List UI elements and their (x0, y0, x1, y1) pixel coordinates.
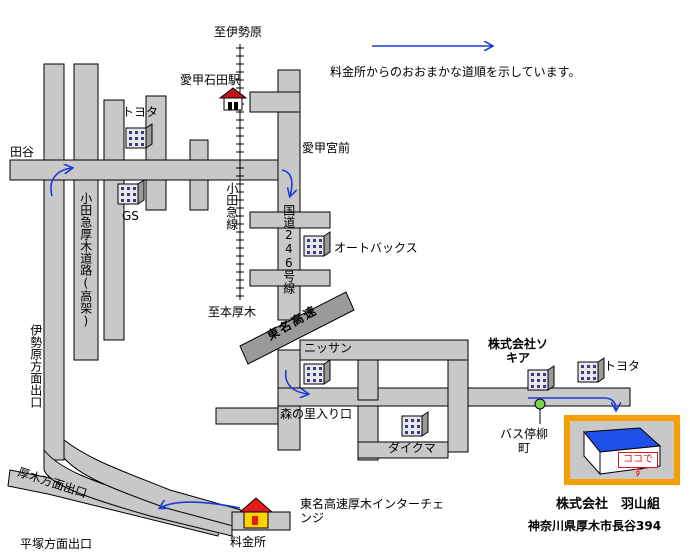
road-branch-2 (249, 269, 331, 287)
odakyu-railway (236, 44, 244, 300)
tollgate-house-icon (238, 497, 274, 529)
building-icon (527, 365, 555, 391)
building-icon (117, 179, 145, 205)
route-arrow-icon (281, 169, 292, 196)
label-tagaya: 田谷 (10, 145, 35, 159)
label-aiko-miyamae: 愛甲宮前 (302, 141, 351, 155)
route-arrow-icon (160, 502, 241, 508)
label-tomei-atsugi-ic: 東名高速厚木インターチェンジ (300, 497, 445, 525)
label-autobacs: オートバックス (334, 241, 418, 255)
road-morinosato (215, 407, 279, 425)
route-arrow-icon (528, 397, 616, 410)
road-station-stub (249, 91, 301, 113)
label-aiko-ishida-station: 愛甲石田駅 (180, 73, 241, 87)
road-odakyu-atsugi (73, 63, 99, 361)
label-toyota-east: トヨタ (604, 359, 641, 373)
building-icon (577, 357, 605, 383)
building-icon (303, 231, 331, 257)
destination-company-name: 株式会社 羽山組 (556, 497, 661, 512)
road-network (7, 63, 631, 537)
route-arrows (50, 168, 616, 508)
label-hiratsuka-exit: 平塚方面出口 (20, 537, 93, 551)
koko-marker: ココです (618, 452, 658, 479)
road-branch-1 (249, 211, 331, 229)
label-toyota-northwest: トヨタ (122, 105, 159, 119)
destination-marker (564, 415, 680, 485)
legend-text: 料金所からのおおまかな道順を示しています。 (330, 65, 581, 79)
route-arrow-icon (50, 168, 72, 197)
label-daikuma: ダイクマ (388, 441, 436, 455)
label-odakyu-line: 小田急線 (224, 182, 239, 230)
label-sokia: 株式会社ソキア (488, 337, 549, 365)
road-east-branch (299, 339, 469, 361)
label-nissan: ニッサン (304, 341, 353, 355)
building-icon (401, 411, 429, 437)
road-daikuma-horizontal (357, 441, 449, 459)
road-interchange-curve (43, 448, 233, 537)
building-icons (117, 123, 605, 437)
label-tollgate: 料金所 (230, 535, 267, 549)
tomei-expressway-band (239, 291, 355, 365)
bus-stop-sign-icon (534, 398, 546, 424)
label-to-isehara: 至伊勢原 (214, 25, 263, 39)
road-west-vertical (43, 63, 65, 461)
label-isehara-exit: 伊勢原方面出口 (28, 324, 43, 408)
label-bus-stop: バス停柳町 (500, 427, 549, 455)
label-to-honatsugi: 至本厚木 (208, 305, 257, 319)
station-icon (218, 87, 248, 111)
label-morinosato-entrance: 森の里入り口 (280, 407, 353, 421)
route-arrow-icon (284, 369, 308, 394)
label-route-246: 国道246号線 (281, 204, 296, 294)
label-gs: GS (122, 209, 139, 223)
label-odakyu-atsugi-road: 小田急厚木道路(高架) (78, 192, 93, 328)
building-icon (303, 359, 331, 385)
road-gs-vertical (103, 99, 125, 341)
building-icon (125, 123, 153, 149)
destination-address: 神奈川県厚木市長谷394 (528, 519, 662, 533)
